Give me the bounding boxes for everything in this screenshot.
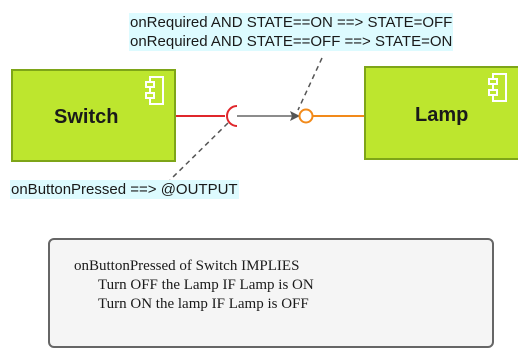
lamp-label: Lamp — [415, 104, 469, 126]
bottom-note-link — [169, 122, 229, 181]
rule-line-3: Turn ON the lamp IF Lamp is OFF — [98, 296, 309, 312]
component-icon — [145, 76, 164, 105]
lamp-component[interactable]: Lamp — [364, 66, 518, 160]
switch-component[interactable]: Switch — [11, 69, 176, 162]
output-rule-note: onButtonPressed ==> @OUTPUT — [10, 180, 239, 199]
provided-lollipop-icon — [298, 108, 314, 124]
state-rule-note-line2: onRequired AND STATE==OFF ==> STATE=ON — [129, 32, 454, 51]
rule-line-1: onButtonPressed of Switch IMPLIES — [74, 258, 300, 274]
component-icon — [488, 73, 507, 102]
state-rule-note-line1: onRequired AND STATE==ON ==> STATE=OFF — [129, 13, 454, 32]
top-note-link — [297, 57, 323, 111]
rule-line-2: Turn OFF the Lamp IF Lamp is ON — [98, 277, 314, 293]
arrowhead-icon — [290, 111, 300, 121]
implication-rule-box: onButtonPressed of Switch IMPLIES Turn O… — [48, 238, 494, 348]
connector-layer — [169, 57, 365, 181]
required-socket-icon — [226, 105, 238, 127]
switch-label: Switch — [54, 106, 119, 128]
